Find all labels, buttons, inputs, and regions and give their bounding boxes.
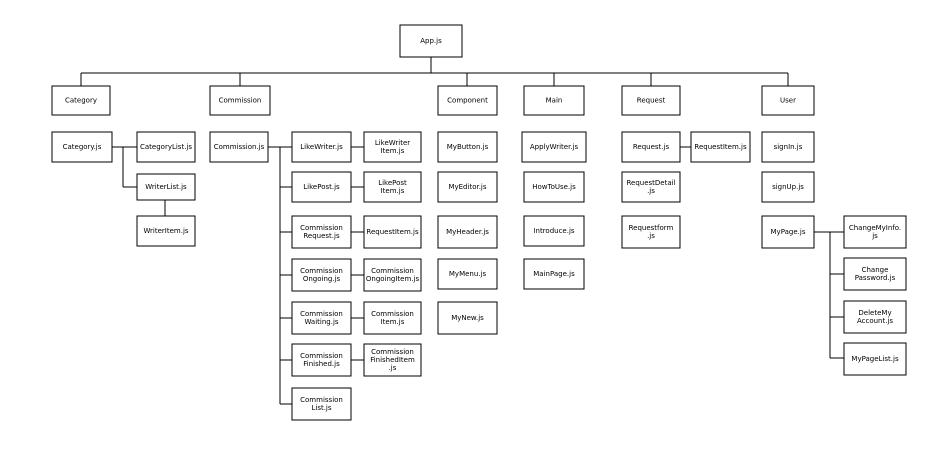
node-like-writer-js: LikeWriter.js <box>291 131 352 163</box>
file-nodes: App.js Category Commission Component Mai… <box>51 24 907 421</box>
node-writer-list-js: WriterList.js <box>136 173 196 201</box>
node-apply-writer-js: ApplyWriter.js <box>521 131 587 163</box>
node-main-page-js: MainPage.js <box>523 258 585 290</box>
node-label: LikeWriter.js <box>300 143 343 151</box>
node-label: Category.js <box>63 143 102 151</box>
node-label: MyHeader.js <box>446 228 489 236</box>
node-label: HowToUse.js <box>532 183 576 191</box>
node-label: RequestItem.js <box>694 143 747 151</box>
node-label: CategoryList.js <box>140 143 192 151</box>
node-category-js: Category.js <box>51 131 113 163</box>
node-label: LikePost.js <box>303 183 340 191</box>
node-my-button-js: MyButton.js <box>437 131 498 163</box>
node-label: ApplyWriter.js <box>530 143 579 151</box>
node-label: Commission.js <box>214 143 265 151</box>
node-category-list-js: CategoryList.js <box>136 131 196 163</box>
node-user: User <box>761 85 815 116</box>
node-commission: Commission <box>209 85 271 116</box>
connector-lines <box>80 57 844 405</box>
node-how-to-use-js: HowToUse.js <box>523 171 585 203</box>
node-label: MyButton.js <box>447 143 489 151</box>
node-label: ChangeMyInfo.js <box>849 224 901 240</box>
node-my-header-js: MyHeader.js <box>437 215 498 249</box>
node-my-menu-js: MyMenu.js <box>437 258 498 290</box>
node-request-item-js-request: RequestItem.js <box>690 131 751 163</box>
node-label: Main <box>546 97 563 105</box>
node-label: WriterList.js <box>145 183 187 191</box>
node-label: MyMenu.js <box>449 270 487 278</box>
node-my-page-js: MyPage.js <box>761 215 815 249</box>
node-label: Requestform.js <box>629 224 674 240</box>
node-label: RequestDetail.js <box>626 179 675 195</box>
node-writer-item-js: WriterItem.js <box>136 215 196 247</box>
node-sign-in-js: signIn.js <box>761 131 815 163</box>
node-category: Category <box>51 85 111 116</box>
node-change-my-info-js: ChangeMyInfo.js <box>843 215 907 249</box>
node-label: Commission <box>219 97 262 105</box>
node-label: signIn.js <box>774 143 803 151</box>
node-component: Component <box>437 85 498 116</box>
node-request: Request <box>621 85 681 116</box>
node-sign-up-js: signUp.js <box>761 171 815 203</box>
node-label: signUp.js <box>772 183 804 191</box>
node-request-item-js-commission: RequestItem.js <box>363 215 422 249</box>
node-label: Request.js <box>633 143 670 151</box>
node-request-detail-js: RequestDetail.js <box>621 171 681 203</box>
node-label: User <box>780 97 796 105</box>
node-label: Component <box>447 97 488 105</box>
node-like-post-js: LikePost.js <box>291 171 352 203</box>
node-label: App.js <box>420 37 442 45</box>
node-label: MyNew.js <box>451 314 484 322</box>
node-label: Introduce.js <box>533 227 574 235</box>
node-my-editor-js: MyEditor.js <box>437 171 498 203</box>
node-label: MainPage.js <box>533 270 575 278</box>
node-introduce-js: Introduce.js <box>523 215 585 247</box>
node-label: Category <box>65 97 97 105</box>
node-main: Main <box>523 85 585 116</box>
node-my-page-list-js: MyPageList.js <box>843 342 907 376</box>
node-app-js: App.js <box>399 24 463 58</box>
node-label: MyPage.js <box>771 228 806 236</box>
node-request-js: Request.js <box>621 131 681 163</box>
node-label: WriterItem.js <box>143 227 188 235</box>
node-label: MyEditor.js <box>448 183 486 191</box>
node-label: RequestItem.js <box>366 228 419 236</box>
node-label: MyPageList.js <box>851 355 899 363</box>
node-label: Request <box>637 97 666 105</box>
node-my-new-js: MyNew.js <box>437 301 498 335</box>
node-commission-js: Commission.js <box>209 131 269 163</box>
node-request-form-js: Requestform.js <box>621 215 681 249</box>
